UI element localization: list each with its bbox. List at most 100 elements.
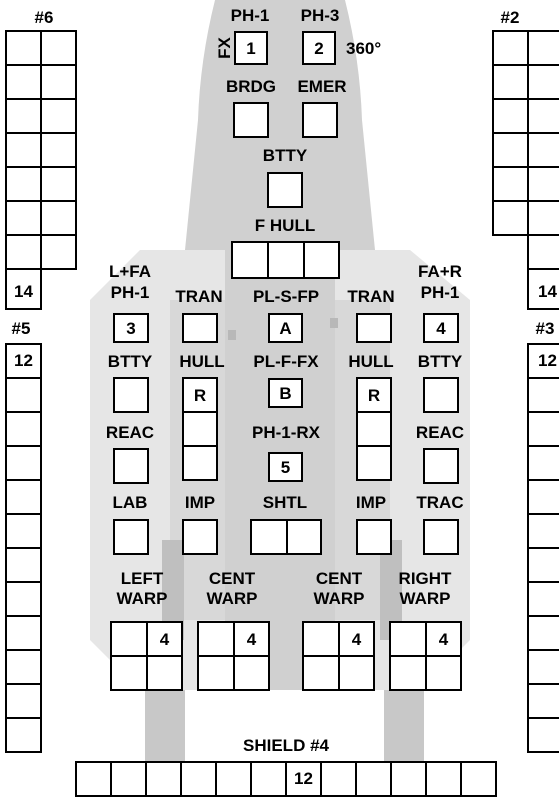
right-warp-box[interactable] <box>389 655 427 691</box>
forward-battery-box[interactable] <box>267 172 303 208</box>
plasma-b-box[interactable]: B <box>268 378 303 408</box>
shield-4-box[interactable] <box>180 761 217 797</box>
shield-2-box[interactable] <box>492 166 529 202</box>
hull-left-box[interactable] <box>182 411 218 447</box>
shield-4-count-box[interactable]: 12 <box>285 761 322 797</box>
shield-6-box[interactable] <box>5 132 42 168</box>
forward-hull-box[interactable] <box>303 241 340 279</box>
shield-3-box[interactable] <box>527 683 559 719</box>
lab-box[interactable] <box>113 519 149 555</box>
shield-4-box[interactable] <box>355 761 392 797</box>
center-warp-right-box[interactable]: 4 <box>338 621 375 657</box>
shield-6-box[interactable] <box>40 234 77 270</box>
shield-3-box[interactable] <box>527 479 559 515</box>
hull-right-box[interactable] <box>356 411 392 447</box>
shield-3-box[interactable] <box>527 445 559 481</box>
center-warp-left-box[interactable] <box>197 621 235 657</box>
shield-2-box[interactable] <box>527 200 559 236</box>
shield-3-box[interactable] <box>527 377 559 413</box>
shield-6-box[interactable] <box>5 30 42 66</box>
battery-left-box[interactable] <box>113 377 149 413</box>
center-warp-left-box[interactable] <box>233 655 270 691</box>
shield-6-box[interactable] <box>40 200 77 236</box>
shield-3-box[interactable] <box>527 615 559 651</box>
shield-5-box[interactable] <box>5 683 42 719</box>
shuttle-box[interactable] <box>286 519 322 555</box>
hull-left-box-r[interactable]: R <box>182 377 218 413</box>
shield-6-box[interactable] <box>5 98 42 134</box>
reactor-left-box[interactable] <box>113 448 149 484</box>
shield-5-count-box[interactable]: 12 <box>5 343 42 379</box>
shield-2-box[interactable] <box>492 200 529 236</box>
shield-5-box[interactable] <box>5 411 42 447</box>
shield-4-box[interactable] <box>215 761 252 797</box>
shield-4-box[interactable] <box>390 761 427 797</box>
shield-6-box[interactable] <box>5 234 42 270</box>
shield-5-box[interactable] <box>5 649 42 685</box>
right-warp-box[interactable]: 4 <box>425 621 462 657</box>
shield-5-box[interactable] <box>5 581 42 617</box>
left-warp-box[interactable]: 4 <box>146 621 183 657</box>
hull-right-box-r[interactable]: R <box>356 377 392 413</box>
plasma-a-box[interactable]: A <box>268 313 303 343</box>
center-warp-left-box[interactable] <box>197 655 235 691</box>
shield-5-box[interactable] <box>5 513 42 549</box>
bridge-box[interactable] <box>233 102 269 138</box>
impulse-right-box[interactable] <box>356 519 392 555</box>
shield-5-box[interactable] <box>5 717 42 753</box>
shield-2-box[interactable] <box>492 98 529 134</box>
reactor-right-box[interactable] <box>423 448 459 484</box>
shield-5-box[interactable] <box>5 445 42 481</box>
shield-4-box[interactable] <box>425 761 462 797</box>
shield-2-count-box[interactable]: 14 <box>527 268 559 310</box>
shield-2-box[interactable] <box>527 132 559 168</box>
shield-2-box[interactable] <box>492 30 529 66</box>
shield-5-box[interactable] <box>5 547 42 583</box>
shield-2-box[interactable] <box>492 132 529 168</box>
shield-2-box[interactable] <box>527 98 559 134</box>
shield-6-box[interactable] <box>40 98 77 134</box>
shield-3-box[interactable] <box>527 581 559 617</box>
transporter-right-box[interactable] <box>356 313 392 343</box>
shield-6-count-box[interactable]: 14 <box>5 268 42 310</box>
shield-4-box[interactable] <box>75 761 112 797</box>
impulse-left-box[interactable] <box>182 519 218 555</box>
shield-6-box[interactable] <box>5 64 42 100</box>
forward-hull-box[interactable] <box>231 241 269 279</box>
shield-3-count-box[interactable]: 12 <box>527 343 559 379</box>
hull-right-box[interactable] <box>356 445 392 481</box>
shield-3-box[interactable] <box>527 717 559 753</box>
shield-4-box[interactable] <box>320 761 357 797</box>
center-warp-right-box[interactable] <box>302 655 340 691</box>
right-warp-box[interactable] <box>425 655 462 691</box>
shield-3-box[interactable] <box>527 513 559 549</box>
left-warp-box[interactable] <box>110 621 148 657</box>
tractor-box[interactable] <box>423 519 459 555</box>
shield-2-box[interactable] <box>527 234 559 270</box>
transporter-left-box[interactable] <box>182 313 218 343</box>
shield-6-box[interactable] <box>5 166 42 202</box>
shield-5-box[interactable] <box>5 479 42 515</box>
battery-right-box[interactable] <box>423 377 459 413</box>
shield-2-box[interactable] <box>527 30 559 66</box>
phaser-3-box[interactable]: 3 <box>113 313 149 343</box>
center-warp-right-box[interactable] <box>338 655 375 691</box>
hull-left-box[interactable] <box>182 445 218 481</box>
shield-6-box[interactable] <box>40 132 77 168</box>
emergency-box[interactable] <box>302 102 338 138</box>
left-warp-box[interactable] <box>146 655 183 691</box>
shield-6-box[interactable] <box>40 30 77 66</box>
phaser-4-box[interactable]: 4 <box>423 313 459 343</box>
forward-hull-box[interactable] <box>267 241 305 279</box>
shield-4-box[interactable] <box>110 761 147 797</box>
phaser-2-box[interactable]: 2 <box>302 31 336 65</box>
center-warp-right-box[interactable] <box>302 621 340 657</box>
shield-6-box[interactable] <box>5 200 42 236</box>
shield-6-box[interactable] <box>40 166 77 202</box>
shield-5-box[interactable] <box>5 377 42 413</box>
shield-2-box[interactable] <box>527 166 559 202</box>
left-warp-box[interactable] <box>110 655 148 691</box>
shuttle-box[interactable] <box>250 519 288 555</box>
shield-2-box[interactable] <box>527 64 559 100</box>
shield-5-box[interactable] <box>5 615 42 651</box>
